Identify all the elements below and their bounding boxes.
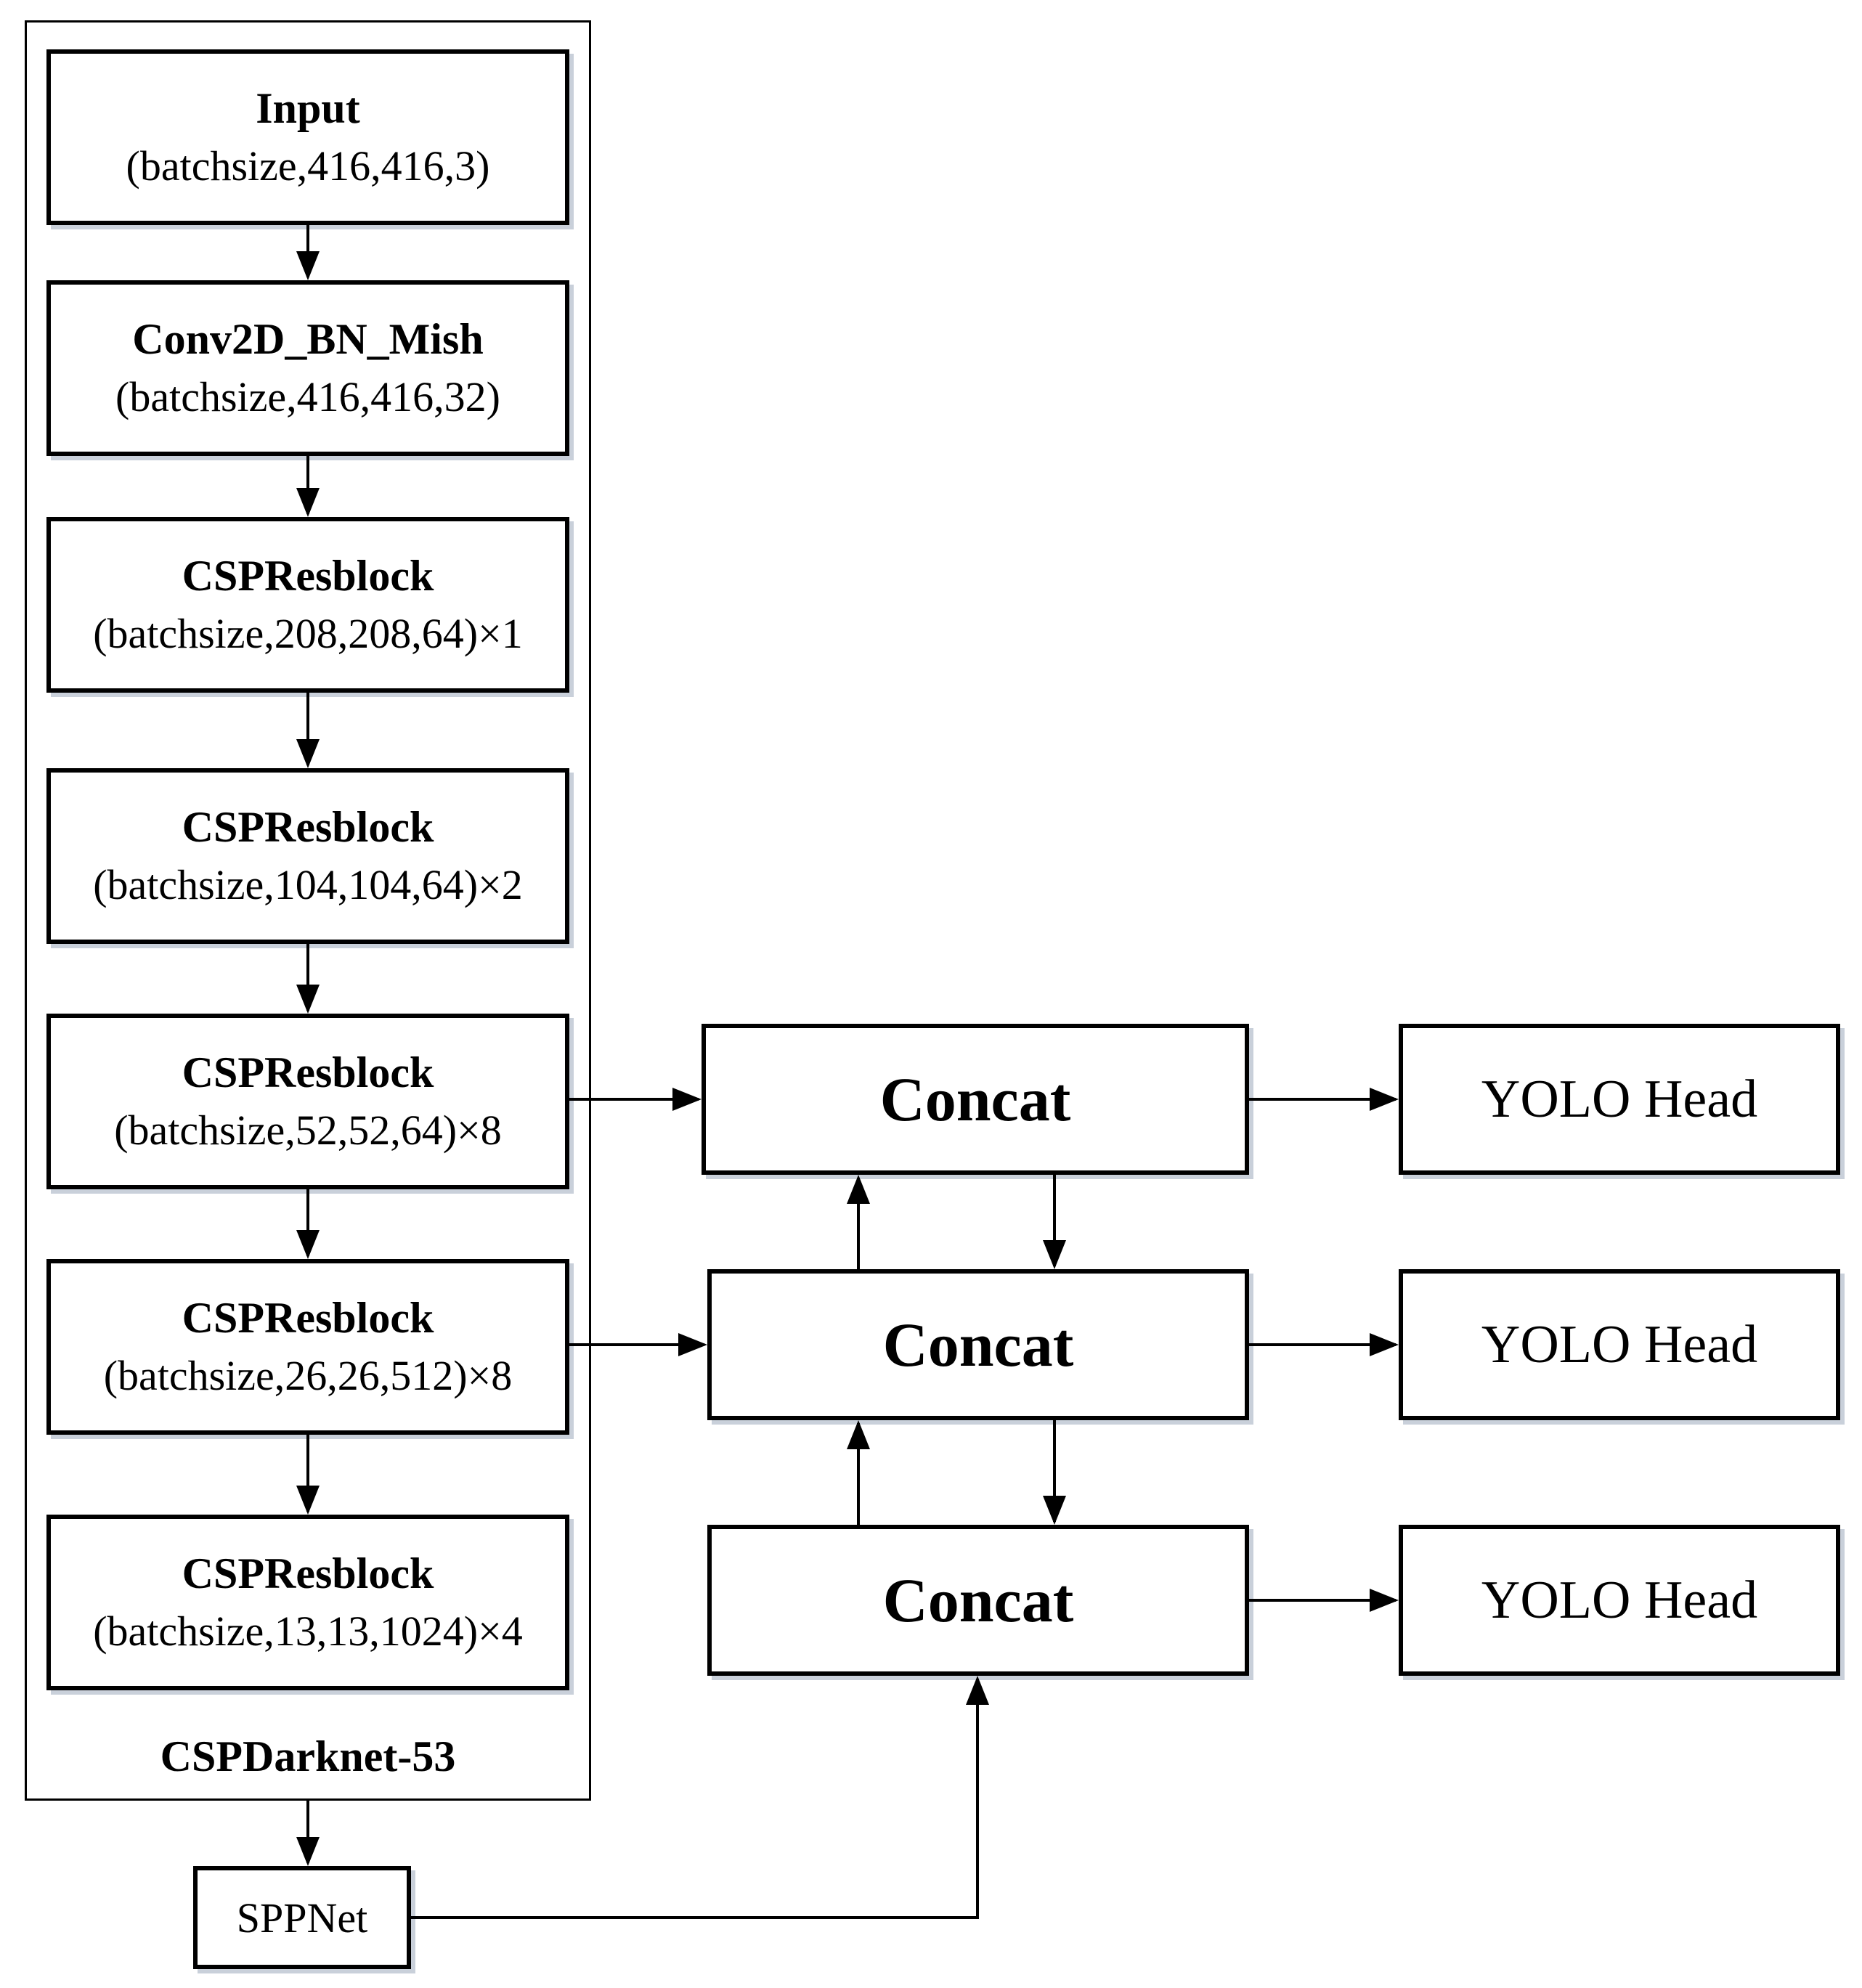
- concat-label: Concat: [882, 1310, 1074, 1380]
- block-shape: (batchsize,416,416,32): [115, 373, 500, 420]
- block-shape: (batchsize,104,104,64)×2: [93, 861, 523, 908]
- block-title: CSPResblock: [182, 1294, 434, 1342]
- backbone-block-input: Input (batchsize,416,416,3): [46, 49, 569, 225]
- backbone-block-cspresblock-1: CSPResblock (batchsize,208,208,64)×1: [46, 517, 569, 693]
- backbone-block-cspresblock-5: CSPResblock (batchsize,13,13,1024)×4: [46, 1515, 569, 1690]
- block-title: CSPResblock: [182, 1048, 434, 1096]
- concat-label: Concat: [882, 1565, 1074, 1635]
- concat-block-bottom: Concat: [707, 1525, 1249, 1676]
- block-title: Input: [256, 84, 360, 132]
- concat-block-top: Concat: [702, 1024, 1249, 1175]
- sppnet-label: SPPNet: [236, 1894, 368, 1942]
- block-title: Conv2D_BN_Mish: [132, 315, 484, 363]
- backbone-block-conv2d-bn-mish: Conv2D_BN_Mish (batchsize,416,416,32): [46, 280, 569, 456]
- block-shape: (batchsize,13,13,1024)×4: [93, 1608, 523, 1655]
- backbone-block-cspresblock-3: CSPResblock (batchsize,52,52,64)×8: [46, 1014, 569, 1189]
- arrow-sppnet-to-concat-bottom: [411, 1676, 989, 1919]
- concat-block-middle: Concat: [707, 1269, 1249, 1420]
- yolo-head-label: YOLO Head: [1481, 1314, 1758, 1374]
- backbone-label: CSPDarknet-53: [160, 1732, 456, 1780]
- backbone-block-cspresblock-2: CSPResblock (batchsize,104,104,64)×2: [46, 768, 569, 944]
- sppnet-block: SPPNet: [193, 1866, 411, 1969]
- block-shape: (batchsize,208,208,64)×1: [93, 610, 523, 657]
- block-title: CSPResblock: [182, 552, 434, 600]
- block-title: CSPResblock: [182, 803, 434, 851]
- yolo-head-label: YOLO Head: [1481, 1069, 1758, 1129]
- backbone-block-cspresblock-4: CSPResblock (batchsize,26,26,512)×8: [46, 1259, 569, 1435]
- block-title: CSPResblock: [182, 1549, 434, 1597]
- yolo-head-top: YOLO Head: [1399, 1024, 1840, 1175]
- backbone-frame: [25, 20, 591, 1801]
- block-shape: (batchsize,26,26,512)×8: [103, 1352, 513, 1399]
- yolo-head-middle: YOLO Head: [1399, 1269, 1840, 1420]
- yolo-head-bottom: YOLO Head: [1399, 1525, 1840, 1676]
- block-shape: (batchsize,52,52,64)×8: [114, 1107, 502, 1154]
- block-shape: (batchsize,416,416,3): [126, 142, 490, 190]
- concat-label: Concat: [879, 1064, 1071, 1134]
- yolo-head-label: YOLO Head: [1481, 1570, 1758, 1630]
